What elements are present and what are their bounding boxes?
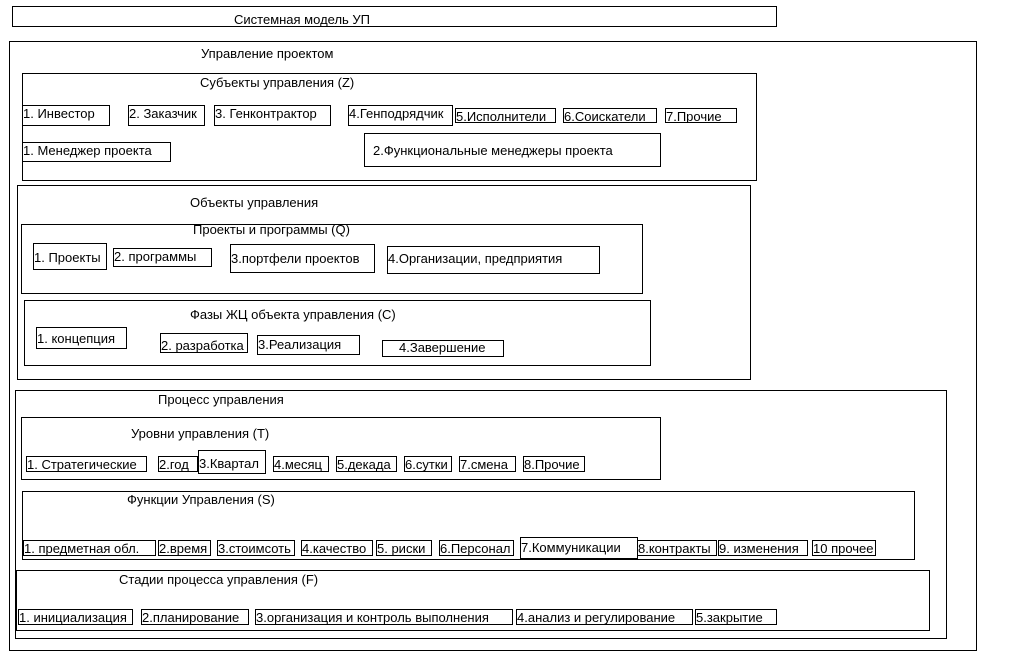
subject-other: 7.Прочие — [665, 108, 737, 123]
subject-project-manager: 1. Менеджер проекта — [22, 142, 171, 162]
subject-gensubcontractor: 4.Генподрядчик — [348, 105, 453, 126]
levels-title: Уровни управления (T) — [131, 426, 270, 441]
object-portfolios: 3.портфели проектов — [230, 244, 375, 273]
level-shift: 7.смена — [459, 456, 516, 472]
subjects-title: Субъекты управления (Z) — [200, 75, 355, 90]
level-strategic: 1. Стратегические — [26, 456, 147, 472]
phases-title: Фазы ЖЦ объекта управления (С) — [190, 307, 396, 322]
level-other: 8.Прочие — [523, 456, 585, 472]
project-management-title: Управление проектом — [201, 46, 334, 61]
stage-initiation: 1. инициализация — [18, 609, 133, 625]
level-quarter: 3.Квартал — [198, 450, 266, 474]
functions-title: Функции Управления (S) — [127, 492, 275, 507]
title-box — [12, 6, 777, 27]
stage-closure: 5.закрытие — [695, 609, 777, 625]
stage-analysis-regulation: 4.анализ и регулирование — [516, 609, 693, 625]
subject-executors: 5.Исполнители — [455, 108, 556, 123]
function-other: 10 прочее — [812, 540, 876, 556]
level-day: 6.сутки — [404, 456, 452, 472]
function-cost: 3.стоимсоть — [217, 540, 295, 556]
phase-concept: 1. концепция — [36, 327, 127, 349]
function-risks: 5. риски — [376, 540, 432, 556]
subjects-box — [22, 73, 757, 181]
projects-title: Проекты и программы (Q) — [193, 222, 350, 237]
subject-gencontractor: 3. Генконтрактор — [214, 105, 331, 126]
subject-customer: 2. Заказчик — [128, 105, 205, 126]
stage-organization-control: 3.организация и контроль выполнения — [255, 609, 513, 625]
diagram-title: Системная модель УП — [234, 12, 371, 27]
function-personnel: 6.Персонал — [439, 540, 514, 556]
phases-box — [24, 300, 651, 366]
function-changes: 9. изменения — [718, 540, 808, 556]
object-organizations: 4.Организации, предприятия — [387, 246, 600, 274]
subject-functional-managers: 2.Функциональные менеджеры проекта — [364, 133, 661, 167]
function-quality: 4.качество — [301, 540, 373, 556]
phase-completion: 4.Завершение — [382, 340, 504, 357]
level-year: 2.год — [158, 456, 198, 472]
object-projects: 1. Проекты — [33, 243, 107, 270]
objects-title: Объекты управления — [190, 195, 319, 210]
phase-development: 2. разработка — [160, 333, 248, 353]
project-management-box — [9, 41, 977, 651]
function-scope: 1. предметная обл. — [23, 540, 156, 556]
function-time: 2.время — [158, 540, 211, 556]
stages-box — [16, 570, 930, 631]
functions-box — [22, 491, 915, 560]
objects-box — [17, 185, 751, 380]
level-month: 4.месяц — [273, 456, 329, 472]
levels-box — [21, 417, 661, 480]
subject-applicants: 6.Соискатели — [563, 108, 657, 123]
stages-title: Стадии процесса управления (F) — [119, 572, 319, 587]
stage-planning: 2.планирование — [141, 609, 249, 625]
process-box — [15, 390, 947, 639]
subject-investor: 1. Инвестор — [22, 105, 110, 126]
level-decade: 5.декада — [336, 456, 397, 472]
phase-implementation: 3.Реализация — [257, 335, 360, 355]
projects-box — [21, 224, 643, 294]
process-title: Процесс управления — [158, 392, 284, 407]
function-contracts: 8.контракты — [637, 540, 717, 556]
object-programs: 2. программы — [113, 248, 212, 267]
function-communications: 7.Коммуникации — [520, 537, 638, 559]
